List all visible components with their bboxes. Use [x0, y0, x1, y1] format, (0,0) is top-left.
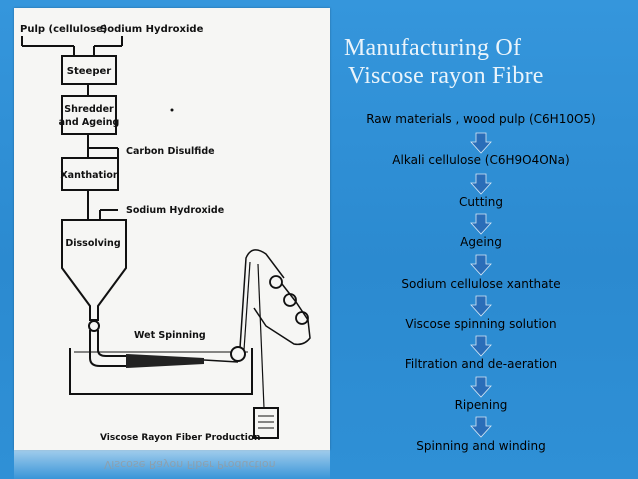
diagram-caption: Viscose Rayon Fiber Production — [100, 433, 260, 443]
xanthation-box — [61, 157, 119, 191]
flow-step-1: Raw materials , wood pulp (C6H10O5) — [366, 112, 596, 126]
process-flowchart: Raw materials , wood pulp (C6H10O5) Alka… — [336, 112, 626, 472]
slide-title: Manufacturing Of Viscose rayon Fibre — [344, 34, 624, 90]
down-arrow-icon — [470, 335, 492, 357]
carbon-disulfide-label: Carbon Disulfide — [126, 146, 215, 157]
flow-step-8: Ripening — [454, 398, 508, 412]
sodium-hydroxide-2-label: Sodium Hydroxide — [126, 205, 224, 216]
flow-step-7: Filtration and de-aeration — [404, 357, 558, 371]
steeper-label: Steeper — [67, 66, 111, 77]
reflection-caption: Viscose Rayon Fiber Production — [104, 458, 276, 471]
winding-package — [253, 407, 279, 439]
down-arrow-icon — [470, 376, 492, 398]
down-arrow-icon — [470, 213, 492, 235]
shredder-label-1: Shredder — [64, 104, 114, 115]
shredder-box — [61, 95, 117, 135]
sodium-hydroxide-label: Sodium Hydroxide — [100, 24, 204, 35]
down-arrow-icon — [470, 254, 492, 276]
flow-step-3: Cutting — [459, 195, 503, 209]
shredder-label-2: and Ageing — [59, 117, 120, 128]
wet-spinning-label: Wet Spinning — [134, 330, 206, 341]
spinning-bath — [69, 348, 253, 395]
flow-step-2: Alkali cellulose (C6H9O4ONa) — [392, 153, 570, 167]
process-diagram-image: Pulp (cellulose) Sodium Hydroxide Steepe… — [14, 8, 330, 450]
fiber-bundle — [126, 354, 204, 368]
image-reflection: Viscose Rayon Fiber Production — [14, 450, 330, 479]
dissolving-tank — [61, 219, 127, 321]
down-arrow-icon — [470, 295, 492, 317]
flow-step-6: Viscose spinning solution — [405, 317, 557, 331]
title-line-2: Viscose rayon Fibre — [348, 63, 544, 89]
process-diagram-svg: Pulp (cellulose) Sodium Hydroxide Steepe… — [20, 24, 311, 443]
down-arrow-icon — [470, 416, 492, 438]
flow-step-9: Spinning and winding — [416, 439, 546, 453]
down-arrow-icon — [470, 132, 492, 154]
flow-step-4: Ageing — [460, 235, 502, 249]
flow-step-5: Sodium cellulose xanthate — [401, 277, 561, 291]
xanthation-label: Xanthation — [60, 170, 120, 181]
dissolving-label: Dissolving — [65, 238, 120, 249]
pulp-label: Pulp (cellulose) — [20, 24, 107, 35]
title-line-1: Manufacturing Of — [344, 35, 522, 61]
steeper-box — [61, 55, 117, 85]
down-arrow-icon — [470, 173, 492, 195]
